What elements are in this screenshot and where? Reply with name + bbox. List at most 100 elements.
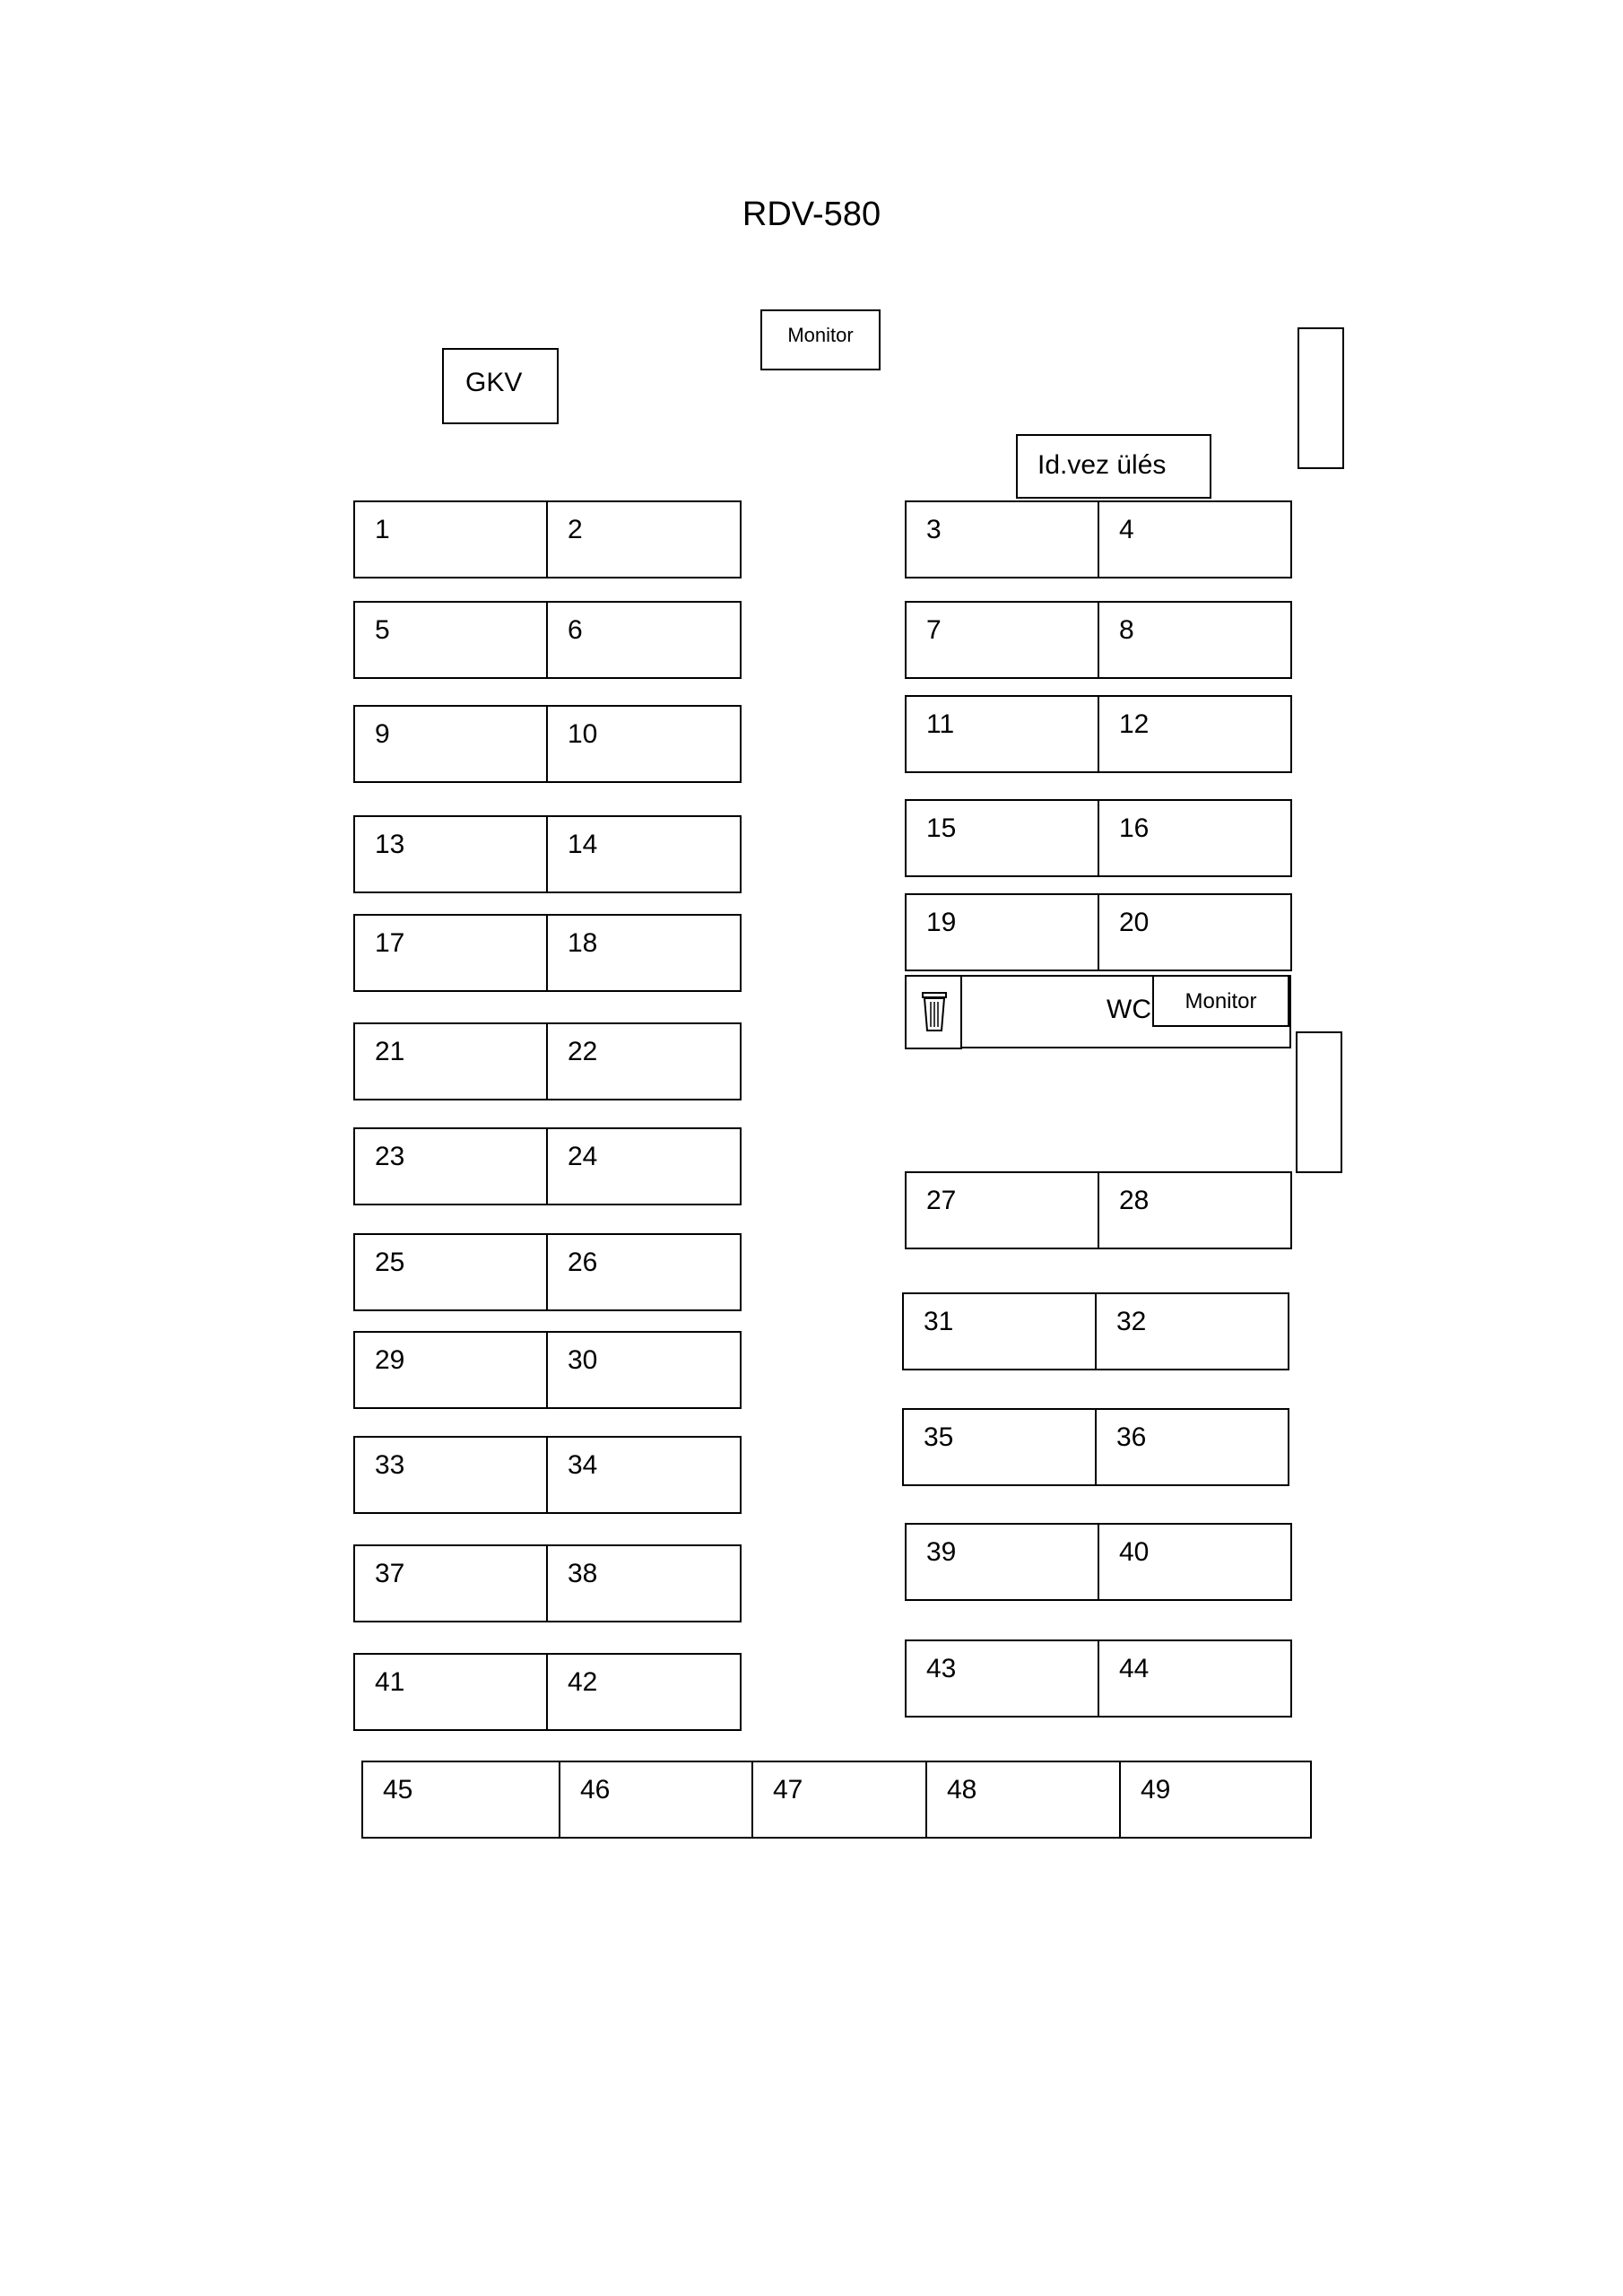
seat-number: 36 bbox=[1116, 1422, 1147, 1452]
seat[interactable]: 30 bbox=[546, 1331, 742, 1409]
seat[interactable]: 42 bbox=[546, 1653, 742, 1731]
seat[interactable]: 25 bbox=[353, 1233, 548, 1311]
monitor-front: Monitor bbox=[760, 309, 881, 370]
seat[interactable]: 46 bbox=[559, 1761, 753, 1839]
seat[interactable]: 37 bbox=[353, 1544, 548, 1622]
seat[interactable]: 44 bbox=[1098, 1639, 1292, 1718]
seat[interactable]: 36 bbox=[1095, 1408, 1289, 1486]
seat[interactable]: 24 bbox=[546, 1127, 742, 1205]
seat-number: 40 bbox=[1119, 1537, 1150, 1567]
seat-number: 27 bbox=[926, 1186, 957, 1215]
guide-seat-label: Id.vez ülés bbox=[1037, 450, 1167, 480]
seat-number: 17 bbox=[375, 928, 405, 958]
seat-number: 26 bbox=[568, 1248, 598, 1277]
seat[interactable]: 20 bbox=[1098, 893, 1292, 971]
seat-number: 47 bbox=[773, 1775, 803, 1805]
seat[interactable]: 40 bbox=[1098, 1523, 1292, 1601]
seat[interactable]: 7 bbox=[905, 601, 1099, 679]
seat[interactable]: 5 bbox=[353, 601, 548, 679]
seat-number: 16 bbox=[1119, 813, 1150, 843]
seat-number: 31 bbox=[924, 1307, 954, 1336]
seat[interactable]: 14 bbox=[546, 815, 742, 893]
seat[interactable]: 22 bbox=[546, 1022, 742, 1100]
seat[interactable]: 35 bbox=[902, 1408, 1097, 1486]
seat-number: 43 bbox=[926, 1654, 957, 1683]
seat-number: 11 bbox=[926, 709, 955, 739]
seat-number: 8 bbox=[1119, 615, 1134, 645]
trash-can-box bbox=[905, 975, 962, 1049]
seat-number: 21 bbox=[375, 1037, 405, 1066]
seat-number: 41 bbox=[375, 1667, 405, 1697]
seat-number: 23 bbox=[375, 1142, 405, 1171]
seat[interactable]: 23 bbox=[353, 1127, 548, 1205]
trash-can-icon bbox=[921, 991, 948, 1032]
seat-number: 34 bbox=[568, 1450, 598, 1480]
seat[interactable]: 19 bbox=[905, 893, 1099, 971]
seat[interactable]: 28 bbox=[1098, 1171, 1292, 1249]
seat-number: 42 bbox=[568, 1667, 598, 1697]
seat[interactable]: 39 bbox=[905, 1523, 1099, 1601]
seat-number: 49 bbox=[1141, 1775, 1171, 1805]
gkv-box: GKV bbox=[442, 348, 559, 424]
seat[interactable]: 10 bbox=[546, 705, 742, 783]
seat-number: 1 bbox=[375, 515, 390, 544]
seat-number: 7 bbox=[926, 615, 942, 645]
seat-number: 38 bbox=[568, 1559, 598, 1588]
seat[interactable]: 3 bbox=[905, 500, 1099, 578]
seat[interactable]: 9 bbox=[353, 705, 548, 783]
seat[interactable]: 34 bbox=[546, 1436, 742, 1514]
seat[interactable]: 6 bbox=[546, 601, 742, 679]
seat[interactable]: 45 bbox=[361, 1761, 560, 1839]
seat-number: 13 bbox=[375, 830, 405, 859]
seat[interactable]: 29 bbox=[353, 1331, 548, 1409]
seat[interactable]: 21 bbox=[353, 1022, 548, 1100]
seat-number: 32 bbox=[1116, 1307, 1147, 1336]
seat[interactable]: 26 bbox=[546, 1233, 742, 1311]
gkv-label: GKV bbox=[465, 368, 523, 397]
seat-number: 6 bbox=[568, 615, 583, 645]
seat-number: 10 bbox=[568, 719, 598, 749]
seat-number: 22 bbox=[568, 1037, 598, 1066]
seat[interactable]: 8 bbox=[1098, 601, 1292, 679]
seat-number: 19 bbox=[926, 908, 957, 937]
seat[interactable]: 27 bbox=[905, 1171, 1099, 1249]
seat[interactable]: 31 bbox=[902, 1292, 1097, 1370]
seat[interactable]: 32 bbox=[1095, 1292, 1289, 1370]
seat-number: 12 bbox=[1119, 709, 1150, 739]
seat-number: 39 bbox=[926, 1537, 957, 1567]
seat-number: 46 bbox=[580, 1775, 611, 1805]
wc-label: WC bbox=[1107, 995, 1151, 1024]
seat[interactable]: 1 bbox=[353, 500, 548, 578]
seat[interactable]: 15 bbox=[905, 799, 1099, 877]
seat[interactable]: 18 bbox=[546, 914, 742, 992]
monitor-mid: Monitor bbox=[1152, 975, 1289, 1027]
seat-number: 37 bbox=[375, 1559, 405, 1588]
seat[interactable]: 17 bbox=[353, 914, 548, 992]
seat-number: 45 bbox=[383, 1775, 413, 1805]
monitor-mid-label: Monitor bbox=[1185, 989, 1257, 1013]
seat[interactable]: 41 bbox=[353, 1653, 548, 1731]
seat-number: 5 bbox=[375, 615, 390, 645]
seat-number: 35 bbox=[924, 1422, 954, 1452]
page-title: RDV-580 bbox=[742, 196, 881, 233]
seat[interactable]: 38 bbox=[546, 1544, 742, 1622]
door-front bbox=[1298, 327, 1344, 469]
seat[interactable]: 11 bbox=[905, 695, 1099, 773]
seat[interactable]: 49 bbox=[1119, 1761, 1312, 1839]
seat[interactable]: 2 bbox=[546, 500, 742, 578]
seat[interactable]: 43 bbox=[905, 1639, 1099, 1718]
seat[interactable]: 48 bbox=[925, 1761, 1121, 1839]
seat[interactable]: 4 bbox=[1098, 500, 1292, 578]
seat-number: 3 bbox=[926, 515, 942, 544]
seat[interactable]: 13 bbox=[353, 815, 548, 893]
seat-number: 48 bbox=[947, 1775, 977, 1805]
seat[interactable]: 12 bbox=[1098, 695, 1292, 773]
seat[interactable]: 47 bbox=[751, 1761, 927, 1839]
seat[interactable]: 16 bbox=[1098, 799, 1292, 877]
seat[interactable]: 33 bbox=[353, 1436, 548, 1514]
seat-number: 4 bbox=[1119, 515, 1134, 544]
guide-seat: Id.vez ülés bbox=[1016, 434, 1211, 499]
seat-number: 2 bbox=[568, 515, 583, 544]
seat-number: 28 bbox=[1119, 1186, 1150, 1215]
